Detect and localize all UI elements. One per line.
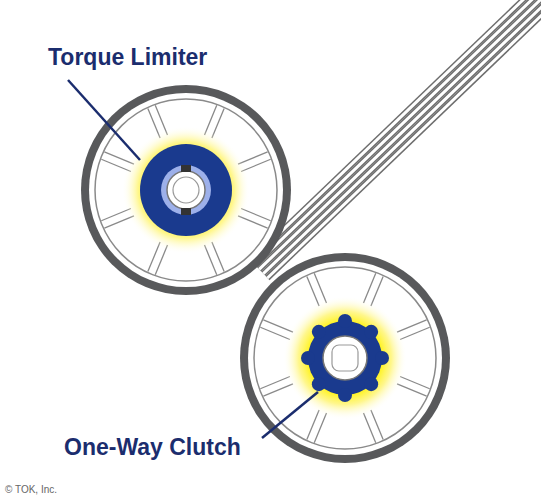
hub-tooth [338,388,352,402]
hub-body [308,321,382,395]
hub-notch [181,208,191,215]
roller-spokes [260,273,429,442]
paper-sheet-edge [263,0,541,274]
paper-stack [251,0,541,278]
hub-tooth [312,325,326,339]
hub-notch [181,165,191,172]
axle-hole [167,171,205,209]
axle [173,177,199,203]
leader-line [262,392,318,438]
spoke-line [400,327,430,339]
part-label: Torque Limiter [48,44,207,71]
paper-sheet [263,0,541,274]
axle-hole [323,336,367,380]
hub-tooth [338,314,352,328]
hub-tooth [364,377,378,391]
roller-face [248,261,442,455]
one-way-clutch-hub [301,314,389,402]
hub-tooth [375,351,389,365]
roller-spokes [101,105,270,274]
axle [332,345,358,371]
copyright-note: © TOK, Inc. [5,484,57,495]
lower-roller [240,253,450,463]
spoke-line [263,320,293,332]
roller-rim [254,267,436,449]
spoke-line [314,273,326,303]
upper-roller [81,85,291,295]
highlight-glow [283,296,407,420]
roller-tire [81,85,291,295]
leader-line [68,80,140,160]
highlight-glow [122,126,250,254]
paper-sheet [267,0,541,278]
spoke-line [364,413,376,443]
paper-sheet-edge [259,0,541,269]
paper-sheet [259,0,541,269]
hub-ring [161,165,211,215]
spoke-line [371,276,383,306]
spoke-line [397,384,427,396]
hub-tooth [364,325,378,339]
paper-sheet-edge [267,0,541,278]
roller-tire [240,253,450,463]
spoke-line [307,410,319,440]
spoke-line [260,377,290,389]
hub-tooth [301,351,315,365]
part-label: One-Way Clutch [64,434,241,461]
torque-limiter-hub [140,144,232,236]
roller-rim [95,99,277,281]
hub-tooth [312,377,326,391]
roller-face [89,93,283,287]
